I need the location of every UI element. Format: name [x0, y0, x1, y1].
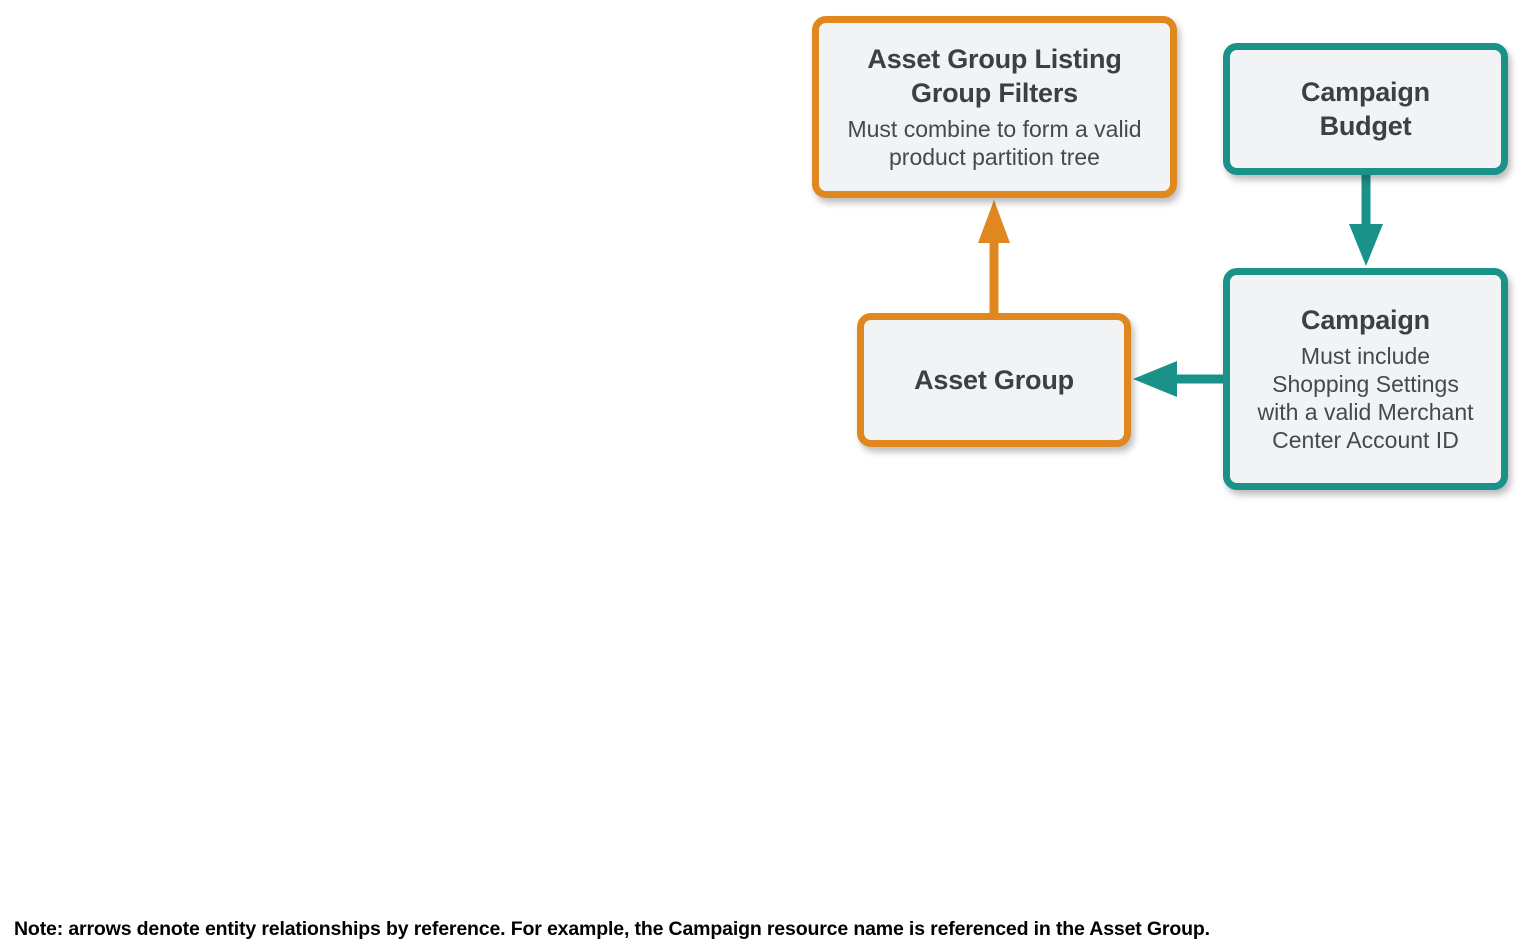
- edge-budget-to-campaign-icon: [1349, 175, 1383, 266]
- node-subtitle: Must combine to form a valid product par…: [847, 116, 1142, 171]
- node-title: Asset Group Listing Group Filters: [867, 44, 1122, 109]
- edge-asset-group-to-filters-icon: [978, 200, 1010, 313]
- node-asset-group-listing-group-filters[interactable]: Asset Group Listing Group Filters Must c…: [812, 16, 1177, 198]
- node-title: Asset Group: [914, 364, 1074, 395]
- node-campaign-budget[interactable]: Campaign Budget: [1223, 43, 1508, 175]
- node-title: Campaign: [1301, 305, 1430, 336]
- node-subtitle: Must include Shopping Settings with a va…: [1257, 343, 1474, 453]
- diagram-footnote: Note: arrows denote entity relationships…: [14, 918, 1210, 940]
- node-campaign[interactable]: Campaign Must include Shopping Settings …: [1223, 268, 1508, 490]
- node-title: Campaign Budget: [1301, 76, 1430, 141]
- node-asset-group[interactable]: Asset Group: [857, 313, 1131, 447]
- edge-campaign-to-asset-group-icon: [1133, 361, 1223, 397]
